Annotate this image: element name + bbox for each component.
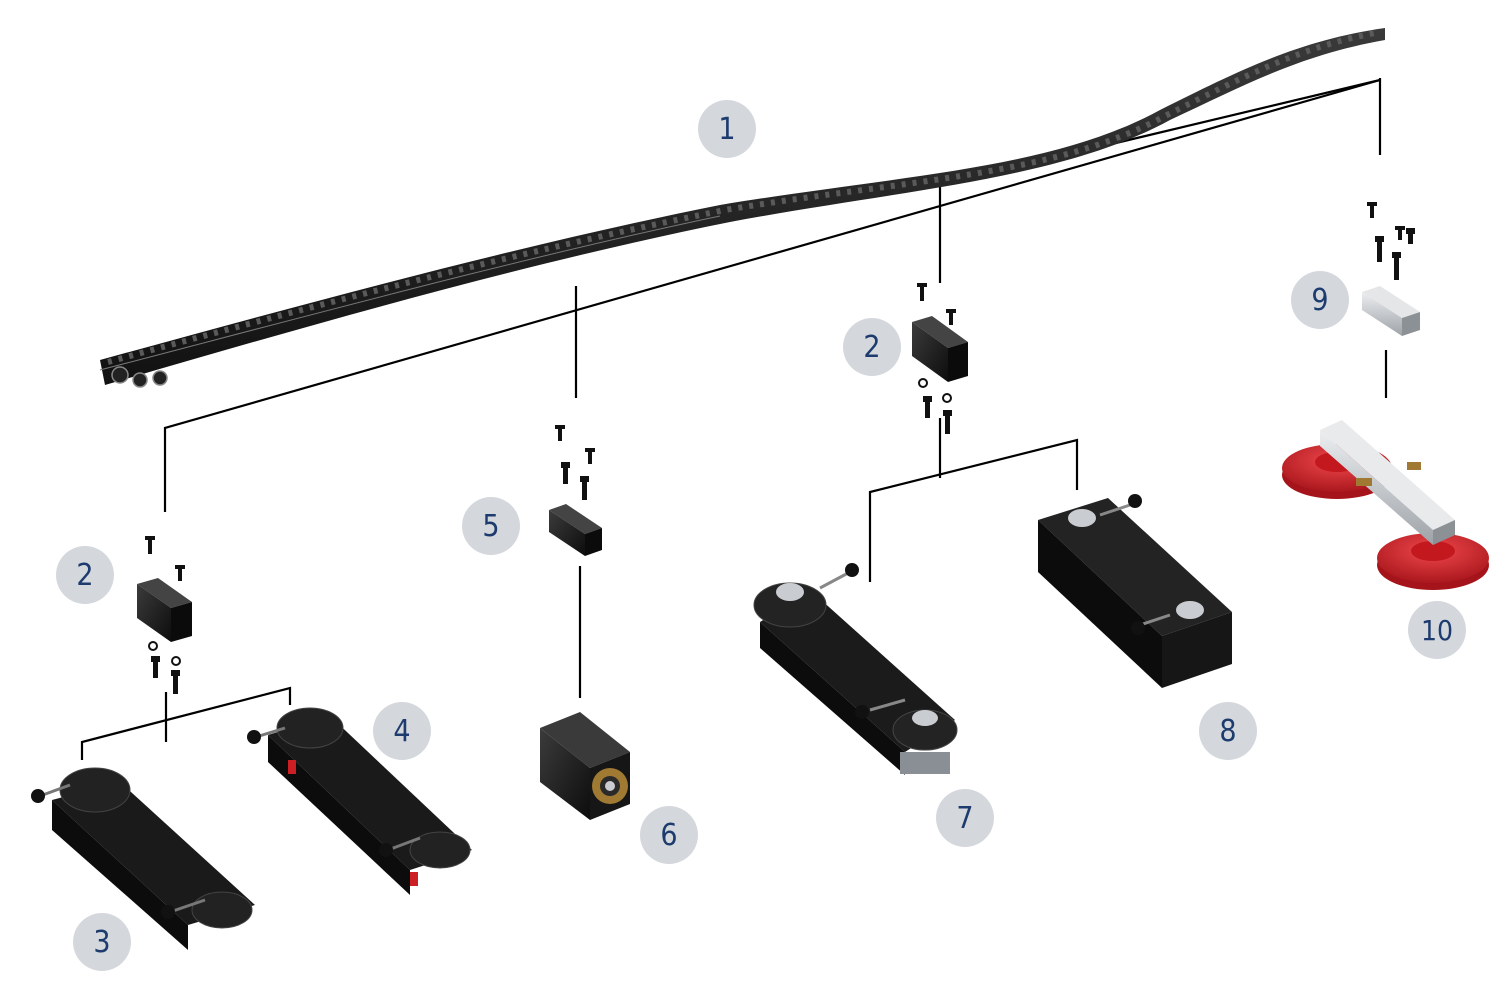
callout-adapter-left: 2	[56, 546, 114, 604]
adapter-block-center	[912, 316, 968, 382]
callout-base-4: 4	[373, 702, 431, 760]
callout-carriage-7: 7	[936, 789, 994, 847]
carriage-part-7	[753, 563, 958, 775]
adapter-block-9	[1362, 286, 1420, 336]
callout-base-3: 3	[73, 913, 131, 971]
rail-part	[99, 28, 1385, 388]
adapter-block-left	[137, 578, 192, 642]
callout-adapter-9: 9	[1291, 271, 1349, 329]
callout-carriage-8: 8	[1199, 702, 1257, 760]
base-part-4	[247, 707, 472, 895]
callout-suction-10: 10	[1408, 601, 1466, 659]
carriage-part-8	[1038, 494, 1232, 688]
callout-block-6: 6	[640, 806, 698, 864]
block-part-6	[540, 712, 630, 820]
callout-adapter-center: 2	[843, 318, 901, 376]
suction-lifter-part-10	[1282, 420, 1489, 590]
callout-adapter-5: 5	[462, 497, 520, 555]
base-part-3	[31, 767, 255, 950]
adapter-block-5	[549, 504, 602, 556]
screw-sets	[145, 202, 1415, 694]
leader-lines	[80, 78, 1388, 760]
callout-rail: 1	[698, 100, 756, 158]
